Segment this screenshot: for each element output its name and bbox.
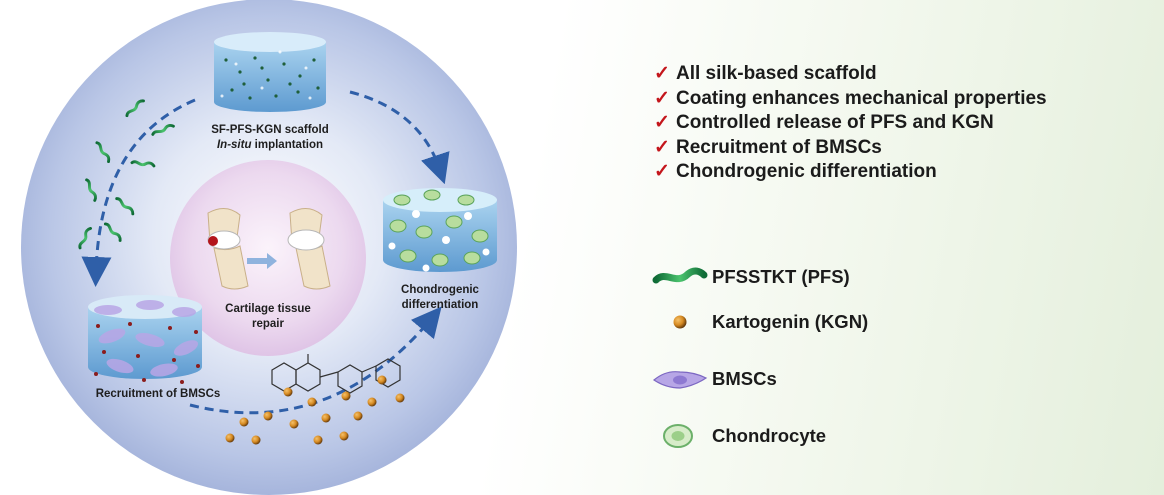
in-situ-text: In-situ xyxy=(216,139,252,151)
repaired-knee-icon xyxy=(287,208,331,290)
legend-label-pfs: PFSSTKT (PFS) xyxy=(712,266,850,287)
check-icon: ✓ xyxy=(654,112,670,133)
kgn-molecule-structure xyxy=(271,354,401,394)
feature-checklist: ✓ All silk-based scaffold ✓ Coating enhanc… xyxy=(654,62,1047,185)
checklist-item-text: All silk-based scaffold xyxy=(676,63,877,84)
arrow-recruit-to-chondro xyxy=(189,306,442,415)
scaffold-label-line1: SF-PFS-KGN scaffold xyxy=(211,124,329,136)
scaffold-label: SF-PFS-KGN scaffold In-situ implantation xyxy=(200,123,340,153)
legend-label-kgn: Kartogenin (KGN) xyxy=(712,311,869,332)
legend-item-kgn: Kartogenin (KGN) xyxy=(648,307,868,337)
legend-item-pfs: PFSSTKT (PFS) xyxy=(648,262,850,292)
recruitment-label: Recruitment of BMSCs xyxy=(95,388,221,400)
checklist-item: ✓ All silk-based scaffold xyxy=(654,62,1047,87)
chondrogenic-label-line1: Chondrogenic xyxy=(401,284,479,296)
arrow-to-chondrogenic xyxy=(349,90,450,185)
pfs-peptide-icon xyxy=(652,267,708,284)
legend-item-bmsc: BMSCs xyxy=(648,364,777,394)
implantation-text: implantation xyxy=(251,139,324,151)
legend-label-chondrocyte: Chondrocyte xyxy=(712,425,827,446)
kgn-particle-icon xyxy=(673,315,687,329)
chondrogenic-label-line2: differentiation xyxy=(401,299,479,311)
chondrogenic-label: Chondrogenic differentiation xyxy=(380,283,500,313)
check-icon: ✓ xyxy=(654,136,670,158)
checklist-item: ✓ Coating enhances mechanical properties xyxy=(654,87,1047,112)
legend-item-chondrocyte: Chondrocyte xyxy=(648,421,826,451)
checklist-item-text: Chondrogenic differentiation xyxy=(676,161,937,182)
arrow-to-recruitment xyxy=(81,98,196,287)
bmsc-cell-icon xyxy=(652,371,708,389)
checklist-item-text: Recruitment of BMSCs xyxy=(676,136,882,158)
sf-pfs-kgn-scaffold-icon xyxy=(214,32,326,112)
checklist-item: ✓ Controlled release of PFS and KGN xyxy=(654,111,1047,136)
scaffold-label-line2: In-situ implantation xyxy=(200,138,340,153)
kgn-particles-cluster xyxy=(225,375,405,445)
check-icon: ✓ xyxy=(654,161,670,182)
center-label: Cartilage tissue repair xyxy=(225,303,311,330)
check-icon: ✓ xyxy=(654,87,670,109)
bmsc-recruitment-scaffold-icon xyxy=(88,295,202,384)
legend-label-bmsc: BMSCs xyxy=(712,368,777,389)
checklist-item-text: Coating enhances mechanical properties xyxy=(676,87,1047,109)
check-icon: ✓ xyxy=(654,63,670,84)
chondrocyte-icon xyxy=(663,424,693,448)
checklist-item: ✓ Recruitment of BMSCs xyxy=(654,136,1047,161)
damaged-knee-icon xyxy=(207,208,249,290)
checklist-item-text: Controlled release of PFS and KGN xyxy=(676,112,994,133)
checklist-item: ✓ Chondrogenic differentiation xyxy=(654,160,1047,185)
repair-arrow-icon xyxy=(247,253,277,269)
chondrocyte-scaffold-icon xyxy=(383,188,497,272)
